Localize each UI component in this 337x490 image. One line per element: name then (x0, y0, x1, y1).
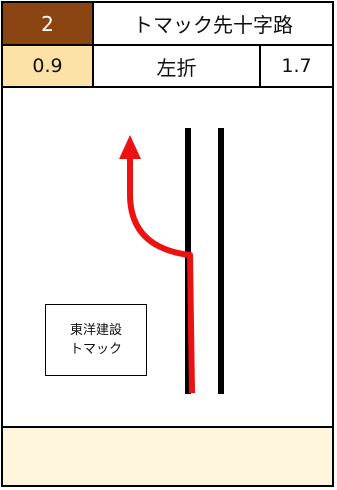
landmark-name-line2: トマック (69, 342, 122, 357)
route-diagram: 東洋建設 トマック (3, 88, 332, 428)
route-path (127, 152, 195, 394)
route-arrow-head (119, 135, 141, 159)
landmark-name-line1: 東洋建設 (69, 323, 122, 338)
segment-distance: 0.9 (3, 46, 94, 86)
landmark-box: 東洋建設 トマック (45, 304, 147, 376)
waypoint-title: トマック先十字路 (133, 13, 293, 37)
notes-area (3, 428, 332, 485)
info-row: 0.9 左折 1.7 (3, 46, 332, 88)
total-distance: 1.7 (281, 55, 312, 77)
header-row: 2 トマック先十字路 (3, 3, 332, 46)
turn-direction: 左折 (94, 46, 261, 86)
waypoint-number: 2 (3, 3, 94, 44)
intersection-map (119, 128, 224, 394)
